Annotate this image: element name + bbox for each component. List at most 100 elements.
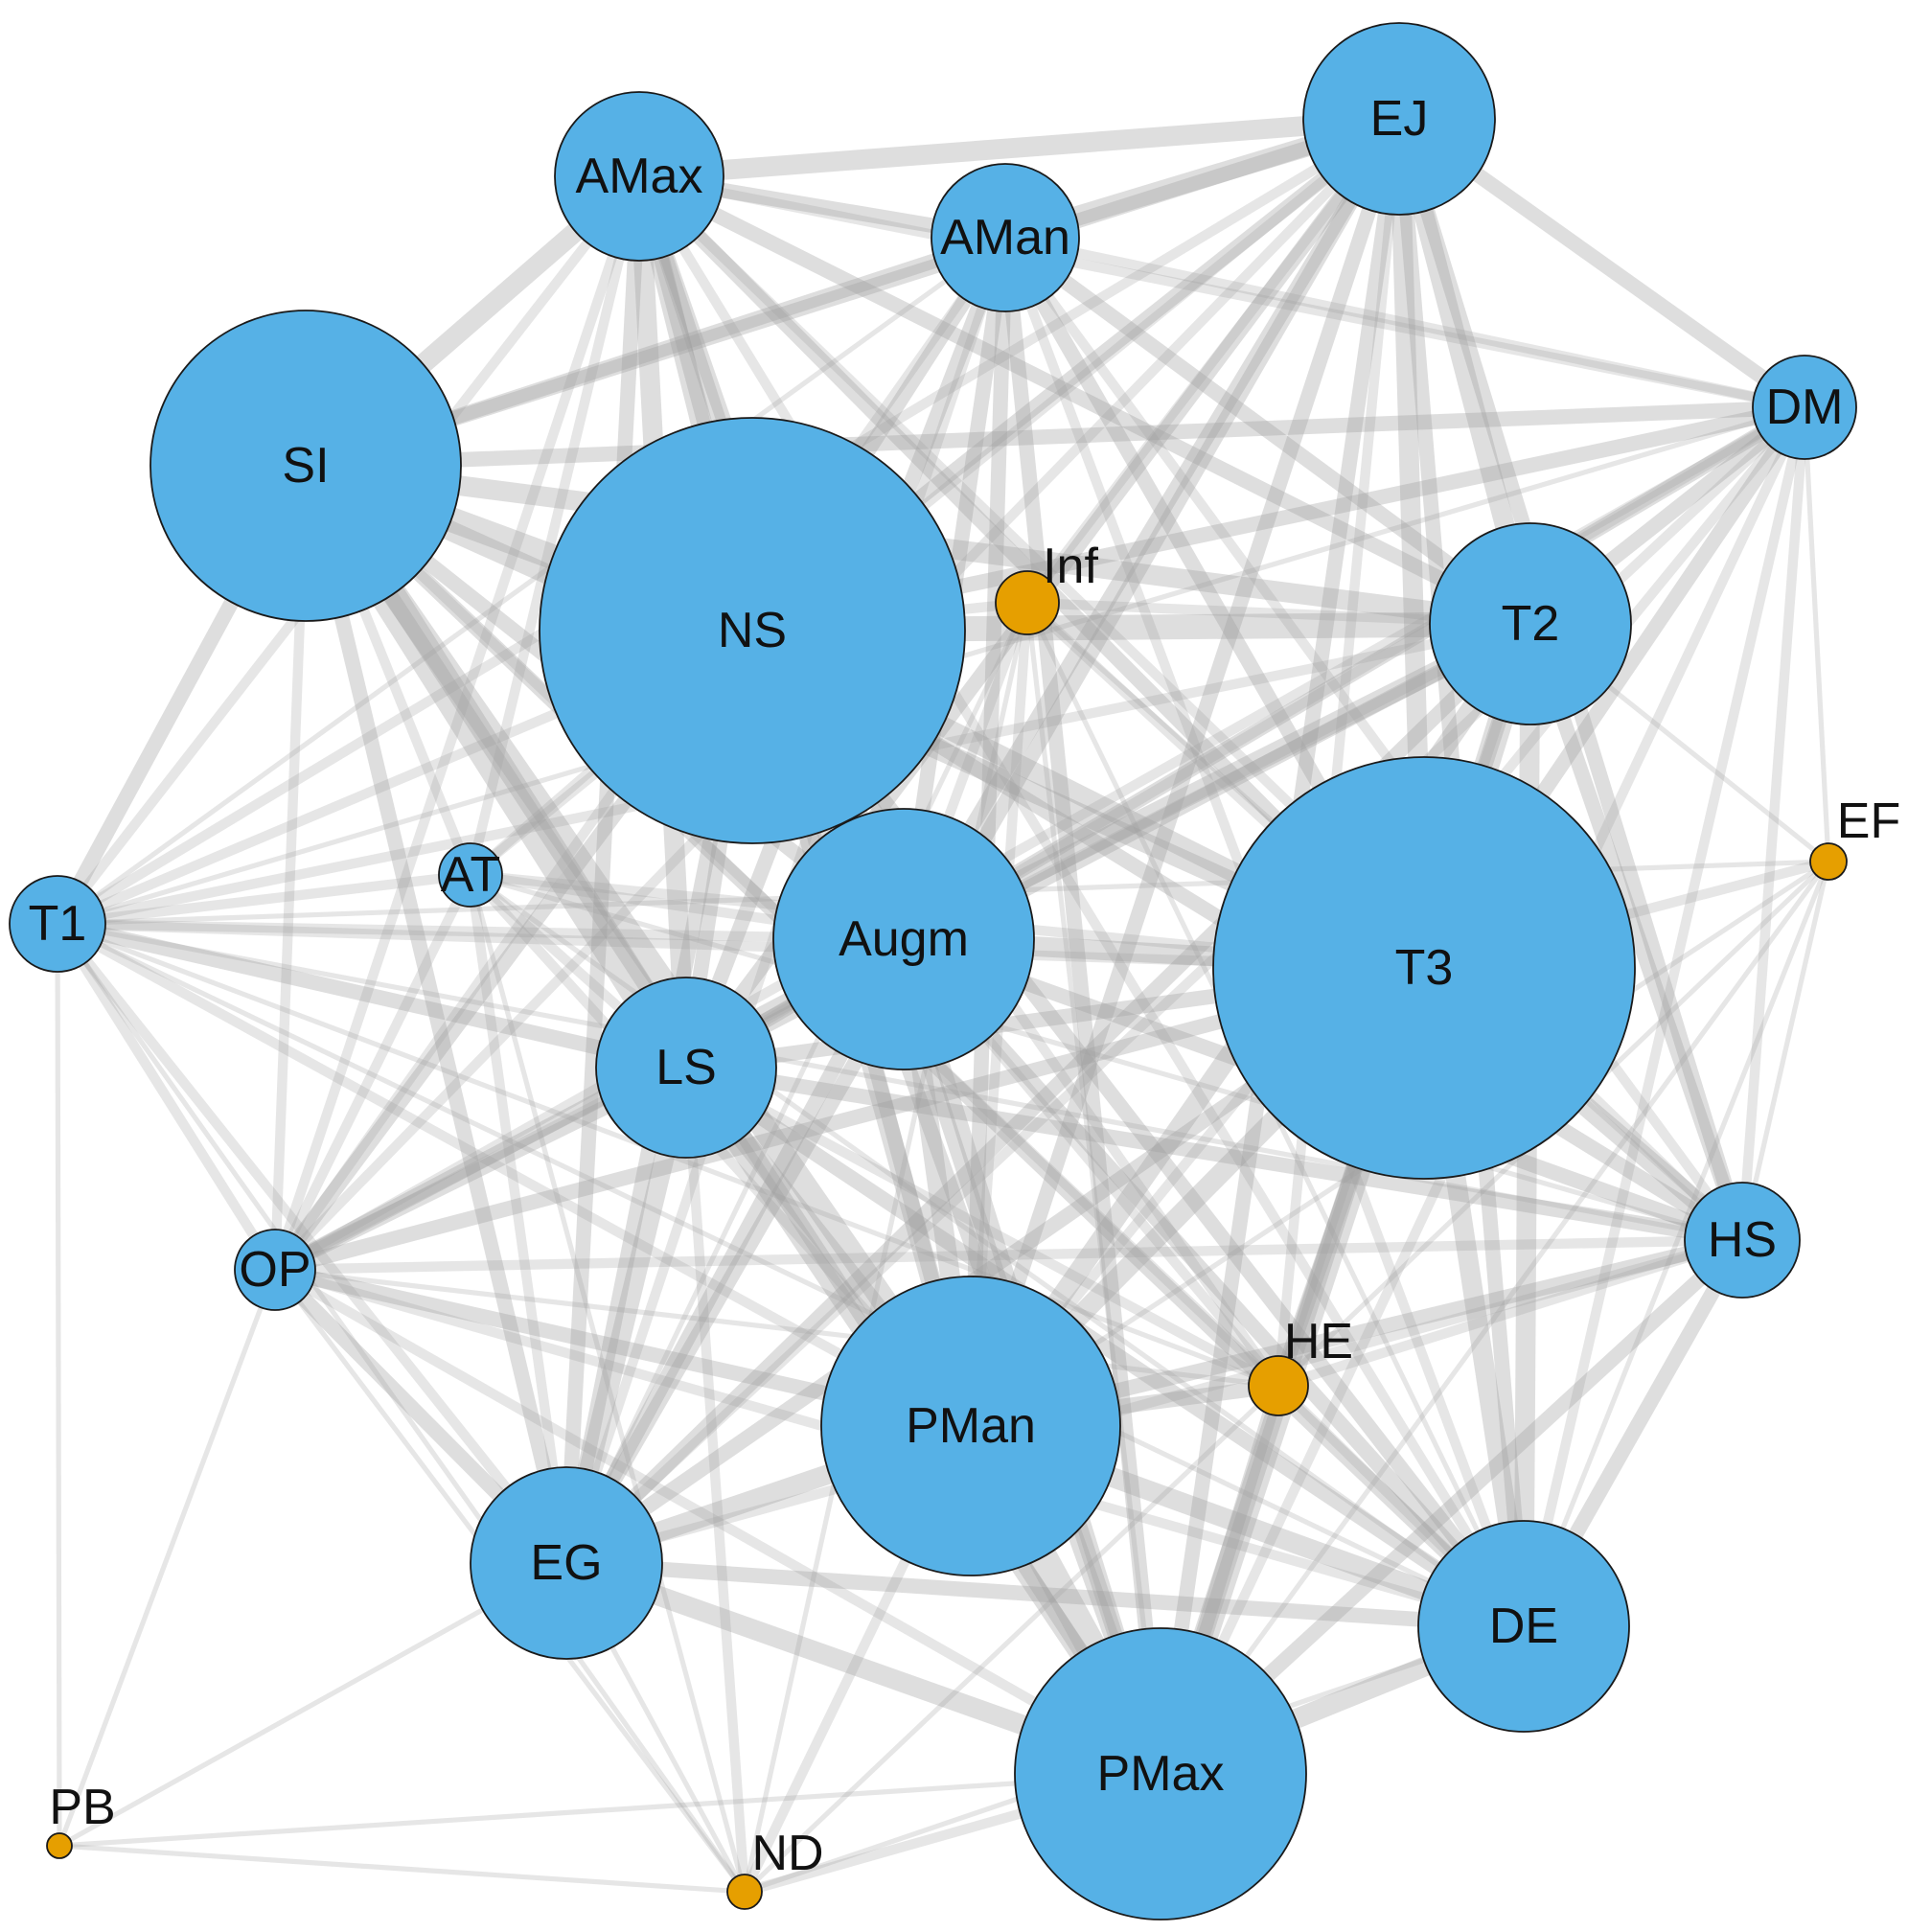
- node-circle-dm: [1752, 355, 1857, 460]
- node-si: SI: [149, 310, 462, 622]
- node-he: HE: [1248, 1314, 1353, 1416]
- edge-si-ej: [303, 111, 1402, 473]
- node-circle-t2: [1429, 522, 1632, 725]
- node-circle-inf: [995, 570, 1060, 635]
- edge-t2-amax: [635, 170, 1534, 631]
- node-label-amax: AMax: [576, 149, 703, 204]
- node-circle-ns: [539, 417, 966, 844]
- edge-si-pman: [295, 458, 981, 1434]
- node-ej: EJ: [1302, 22, 1496, 216]
- node-t2: T2: [1429, 522, 1632, 725]
- node-at: AT: [438, 842, 503, 908]
- edge-aman-dm: [1003, 232, 1806, 413]
- edge-augm-dm: [900, 401, 1808, 946]
- node-circle-hs: [1684, 1182, 1801, 1299]
- edge-aman-pmax: [998, 237, 1168, 1775]
- node-aman: AMan: [931, 163, 1080, 312]
- edge-aman-t1: [56, 235, 1007, 927]
- edge-amax-at: [465, 174, 645, 877]
- edge-pman-t1: [55, 919, 974, 1431]
- node-t3: T3: [1212, 756, 1636, 1180]
- node-circle-he: [1248, 1355, 1309, 1416]
- edge-amax-dm: [637, 171, 1806, 413]
- node-pb: PB: [46, 1780, 116, 1859]
- edge-nd-pb: [58, 1843, 746, 1895]
- edge-op-hs: [274, 1234, 1743, 1276]
- edge-ls-he: [683, 1063, 1281, 1391]
- edge-pmax-ef: [1158, 860, 1831, 1776]
- node-label-at: AT: [441, 847, 501, 903]
- edge-augm-de: [898, 933, 1529, 1632]
- node-label-t1: T1: [29, 896, 87, 952]
- node-ef: EF: [1809, 794, 1900, 881]
- node-label-ns: NS: [718, 603, 787, 658]
- node-label-op: OP: [239, 1242, 310, 1298]
- edge-ls-nd: [680, 1067, 750, 1893]
- edge-t1-pb: [55, 923, 62, 1847]
- node-label-dm: DM: [1766, 380, 1844, 435]
- edge-inf-pmax: [1024, 602, 1163, 1775]
- edge-t1-nd: [55, 922, 747, 1894]
- node-circle-eg: [470, 1466, 663, 1660]
- node-t1: T1: [9, 875, 106, 973]
- edge-ls-hs: [684, 1060, 1744, 1248]
- node-inf: Inf: [995, 539, 1098, 635]
- edge-pmax-pb: [58, 1771, 1161, 1849]
- edge-si-eg: [298, 464, 574, 1565]
- edge-he-nd: [743, 1384, 1280, 1894]
- edge-dm-ef: [1802, 406, 1831, 862]
- node-hs: HS: [1684, 1182, 1801, 1299]
- node-label-ej: EJ: [1370, 91, 1429, 147]
- node-label-aman: AMan: [940, 210, 1070, 265]
- edge-t3-t1: [57, 918, 1425, 974]
- node-circle-pb: [46, 1832, 73, 1859]
- node-label-pmax: PMax: [1097, 1746, 1225, 1802]
- node-label-ls: LS: [655, 1040, 717, 1095]
- node-eg: EG: [470, 1466, 663, 1660]
- edge-ls-t1: [56, 916, 688, 1075]
- node-label-t3: T3: [1395, 940, 1454, 996]
- edge-ej-he: [1273, 118, 1405, 1387]
- node-label-he: HE: [1284, 1314, 1353, 1369]
- edge-at-nd: [468, 874, 747, 1893]
- node-circle-si: [149, 310, 462, 622]
- node-label-pman: PMan: [906, 1398, 1036, 1454]
- node-nd: ND: [726, 1826, 824, 1910]
- edge-ej-amax: [638, 108, 1400, 187]
- edge-inf-eg: [563, 601, 1030, 1565]
- edge-at-hs: [470, 872, 1743, 1243]
- edge-ej-inf: [1023, 115, 1404, 607]
- node-circle-t1: [9, 875, 106, 973]
- node-ns: NS: [539, 417, 966, 844]
- edge-amax-de: [634, 173, 1529, 1629]
- edge-amax-op: [270, 174, 644, 1272]
- edge-pmax-op: [272, 1265, 1163, 1779]
- node-op: OP: [234, 1229, 316, 1311]
- edge-eg-hs: [564, 1234, 1744, 1569]
- node-de: DE: [1417, 1520, 1630, 1733]
- edge-t1-at: [57, 869, 471, 930]
- edge-op-at: [270, 872, 475, 1273]
- edge-augm-t1: [57, 918, 905, 945]
- edge-hs-he: [1276, 1235, 1744, 1391]
- edge-op-he: [274, 1267, 1279, 1389]
- edge-inf-nd: [742, 602, 1030, 1893]
- node-label-t2: T2: [1502, 596, 1560, 652]
- node-amax: AMax: [554, 91, 724, 262]
- node-circle-augm: [772, 808, 1035, 1070]
- edge-hs-ef: [1739, 861, 1831, 1241]
- node-label-si: SI: [282, 438, 329, 494]
- edge-pman-ej: [963, 116, 1407, 1429]
- node-augm: Augm: [772, 808, 1035, 1070]
- edge-de-ef: [1521, 861, 1831, 1627]
- node-label-pb: PB: [49, 1780, 115, 1835]
- edge-op-pb: [57, 1269, 278, 1847]
- node-circle-pman: [820, 1276, 1121, 1576]
- node-ls: LS: [595, 977, 777, 1159]
- node-circle-ls: [595, 977, 777, 1159]
- node-circle-nd: [726, 1874, 763, 1910]
- node-label-eg: EG: [530, 1535, 602, 1591]
- node-circle-at: [438, 842, 503, 908]
- node-label-de: DE: [1489, 1598, 1558, 1654]
